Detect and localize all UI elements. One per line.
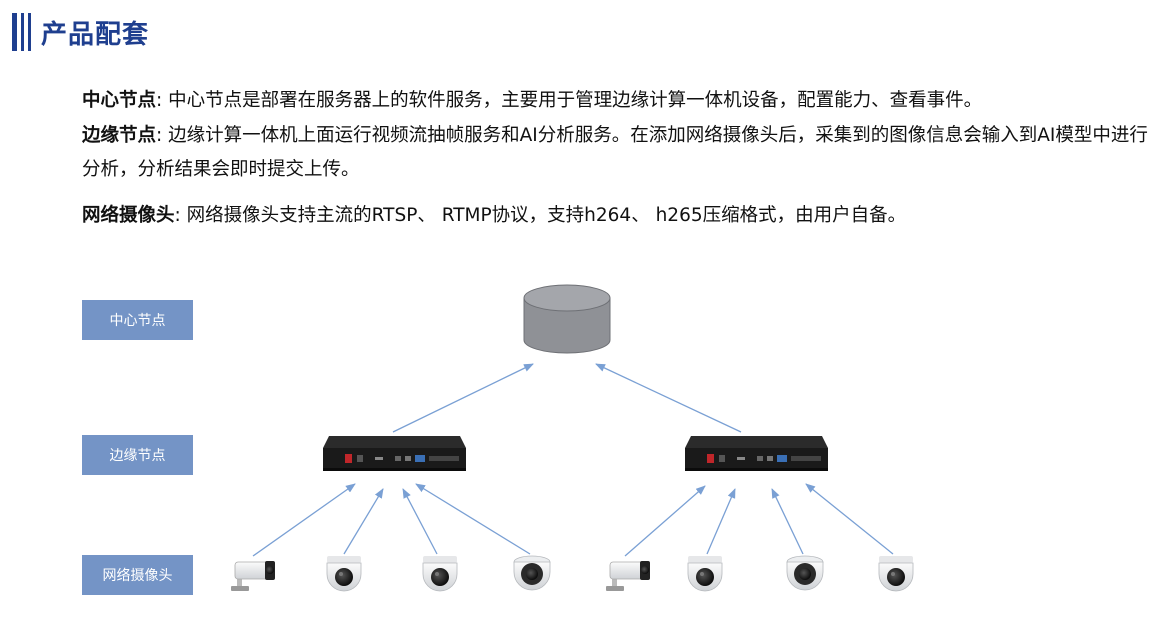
title-accent-bars xyxy=(12,13,31,51)
tier-label-center: 中心节点 xyxy=(82,300,193,340)
tier-label-camera: 网络摄像头 xyxy=(82,555,193,595)
arrow-cam1-to-edge1 xyxy=(252,483,356,557)
dome-camera-icon xyxy=(687,556,723,592)
term-camera: 网络摄像头 xyxy=(82,205,175,226)
text-camera: 网络摄像头支持主流的RTSP、 RTMP协议，支持h264、 h265压缩格式，… xyxy=(186,205,907,226)
ptz-dome-camera-icon xyxy=(786,555,824,591)
arrow-cam3-to-edge1 xyxy=(402,488,438,555)
edge-server-box-icon xyxy=(685,436,828,471)
text-center-node: 中心节点是部署在服务器上的软件服务，主要用于管理边缘计算一体机设备，配置能力、查… xyxy=(168,90,983,111)
page-title: 产品配套 xyxy=(41,19,150,50)
arrow-cam5-to-edge2 xyxy=(624,485,706,557)
description-camera: 网络摄像头: 网络摄像头支持主流的RTSP、 RTMP协议，支持h264、 h2… xyxy=(82,205,907,226)
tier-label-edge: 边缘节点 xyxy=(82,435,193,475)
arrow-cam4-to-edge1 xyxy=(415,483,531,555)
dome-camera-icon xyxy=(422,556,458,592)
bullet-camera-icon xyxy=(606,561,650,591)
arrow-cam6-to-edge2 xyxy=(706,488,736,555)
edge-server-box-icon xyxy=(323,436,466,471)
ptz-dome-camera-icon xyxy=(513,555,551,591)
arrow-cam7-to-edge2 xyxy=(771,488,804,555)
dome-camera-icon xyxy=(326,556,362,592)
section-header: 产品配套 xyxy=(12,12,149,52)
arrow-edge2-to-center xyxy=(595,363,742,433)
description-center-node: 中心节点: 中心节点是部署在服务器上的软件服务，主要用于管理边缘计算一体机设备，… xyxy=(82,90,983,111)
arrow-cam8-to-edge2 xyxy=(805,483,894,555)
arrow-edge1-to-center xyxy=(392,363,534,433)
description-edge-node: 边缘节点: 边缘计算一体机上面运行视频流抽帧服务和AI分析服务。在添加网络摄像头… xyxy=(82,125,1148,180)
text-edge-node: 边缘计算一体机上面运行视频流抽帧服务和AI分析服务。在添加网络摄像头后，采集到的… xyxy=(82,125,1148,180)
bullet-camera-icon xyxy=(231,561,275,591)
term-edge-node: 边缘节点 xyxy=(82,125,157,146)
dome-camera-icon xyxy=(878,556,914,592)
arrow-cam2-to-edge1 xyxy=(343,488,384,555)
database-cylinder-icon xyxy=(523,284,611,354)
term-center-node: 中心节点 xyxy=(82,90,157,111)
